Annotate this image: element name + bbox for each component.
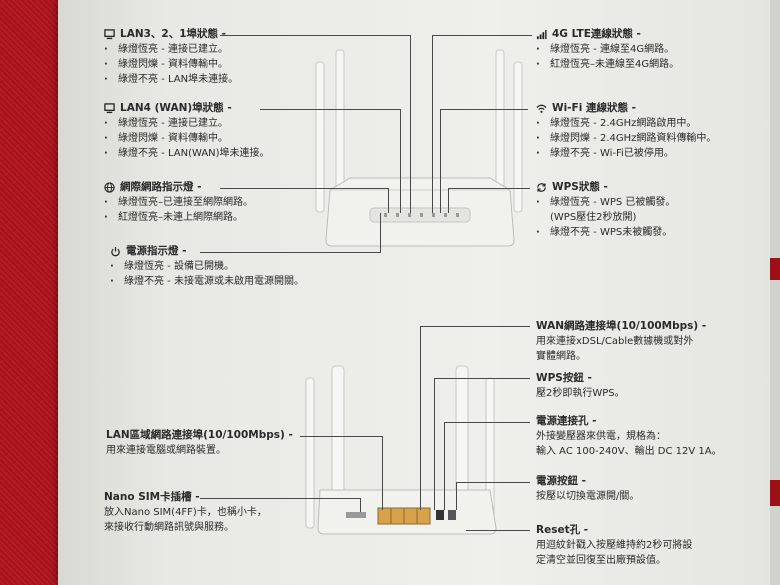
list-item: 綠燈不亮 - LAN埠未連接。	[104, 72, 238, 87]
description-line: 輸入 AC 100-240V、輸出 DC 12V 1A。	[536, 446, 722, 457]
lan4-status-title: LAN4 (WAN)埠狀態 -	[120, 102, 232, 114]
leader-line	[420, 326, 530, 327]
list-item: 綠燈閃爍 - 資料傳輸中。	[104, 57, 238, 72]
leader-line	[220, 35, 410, 36]
list-item: 綠燈恆亮 - 連接已建立。	[104, 42, 238, 57]
list-item-continuation: (WPS壓住2秒放開)	[550, 212, 637, 223]
list-item: 綠燈閃爍 - 2.4GHz網路資料傳輸中。	[536, 131, 716, 146]
leader-line	[380, 213, 381, 253]
description-line: 用來連接電腦或網路裝置。	[106, 445, 226, 456]
leader-line	[432, 35, 532, 36]
leader-line	[300, 436, 382, 437]
list-item: 綠燈不亮 - Wi-Fi已被停用。	[536, 146, 716, 161]
list-item: 紅燈恆亮–未連上網際網路。	[104, 210, 253, 225]
wan-port-block: WAN網路連接埠(10/100Mbps) - 用來連接xDSL/Cable數據機…	[536, 319, 706, 364]
leader-line	[220, 188, 388, 189]
leader-line	[420, 326, 421, 510]
list-item: 紅燈恆亮–未連線至4G網路。	[536, 57, 679, 72]
wps-button-block: WPS按鈕 - 壓2秒即執行WPS。	[536, 371, 625, 401]
manual-page	[58, 0, 780, 585]
monitor-icon	[104, 29, 115, 40]
description-line: 用迴紋針戳入按壓維持約2秒可將設	[536, 540, 693, 551]
leader-line	[382, 436, 383, 510]
wps-status-title: WPS狀態 -	[552, 181, 608, 193]
internet-led-block: 網際網路指示燈 - 綠燈恆亮–已連接至網際網路。 紅燈恆亮–未連上網際網路。	[104, 180, 253, 225]
leader-line	[440, 109, 441, 213]
leader-line	[444, 422, 445, 510]
description-line: 放入Nano SIM(4FF)卡，也稱小卡，	[104, 507, 267, 518]
leader-line	[200, 252, 380, 253]
reset-block: Reset孔 - 用迴紋針戳入按壓維持約2秒可將設 定清空並回復至出廠預設值。	[536, 523, 692, 568]
wifi-status-block: Wi-Fi 連線狀態 - 綠燈恆亮 - 2.4GHz網路啟用中。 綠燈閃爍 - …	[536, 101, 716, 161]
internet-led-title: 網際網路指示燈 -	[120, 181, 202, 193]
reset-title: Reset孔 -	[536, 524, 589, 536]
wan-port-title: WAN網路連接埠(10/100Mbps) -	[536, 320, 707, 332]
wps-button-title: WPS按鈕 -	[536, 372, 592, 384]
router-rear-illustration	[305, 365, 497, 535]
power-led-block: 電源指示燈 - 綠燈恆亮 - 設備已開機。 綠燈不亮 - 未接電源或未啟用電源開…	[110, 244, 304, 289]
description-line: 來接收行動網路訊號與服務。	[104, 522, 234, 533]
power-jack-title: 電源連接孔 -	[536, 415, 597, 427]
wps-status-block: WPS狀態 - 綠燈恆亮 - WPS 已被觸發。 (WPS壓住2秒放開) 綠燈不…	[536, 180, 675, 240]
list-item: 綠燈恆亮 - 2.4GHz網路啟用中。	[536, 116, 716, 131]
lan-port-block: LAN區域網路連接埠(10/100Mbps) - 用來連接電腦或網路裝置。	[106, 428, 293, 458]
description-line: 外接變壓器來供電，規格為：	[536, 431, 666, 442]
leader-line	[466, 530, 530, 531]
list-item: 綠燈不亮 - WPS未被觸發。	[536, 225, 675, 240]
sim-slot-title: Nano SIM卡插槽 -	[104, 491, 200, 503]
lan4-status-block: LAN4 (WAN)埠狀態 - 綠燈恆亮 - 連接已建立。 綠燈閃爍 - 資料傳…	[104, 101, 270, 161]
leader-line	[456, 482, 457, 510]
leader-line	[456, 482, 530, 483]
list-item: 綠燈不亮 - 未接電源或未啟用電源開關。	[110, 274, 304, 289]
power-led-title: 電源指示燈 -	[126, 245, 187, 257]
lan321-status-block: LAN3、2、1埠狀態 - 綠燈恆亮 - 連接已建立。 綠燈閃爍 - 資料傳輸中…	[104, 27, 238, 87]
description-line: 用來連接xDSL/Cable數據機或對外	[536, 336, 694, 347]
sim-slot-block: Nano SIM卡插槽 - 放入Nano SIM(4FF)卡，也稱小卡， 來接收…	[104, 490, 267, 535]
monitor-icon	[104, 103, 115, 114]
router-front-illustration	[315, 49, 523, 247]
leader-line	[432, 35, 433, 213]
power-button-title: 電源按鈕 -	[536, 475, 587, 487]
leader-line	[360, 498, 361, 512]
lte-status-title: 4G LTE連線狀態 -	[552, 28, 641, 40]
lte-status-block: 4G LTE連線狀態 - 綠燈恆亮 - 連線至4G網路。 紅燈恆亮–未連線至4G…	[536, 27, 679, 72]
list-item: 綠燈恆亮 - WPS 已被觸發。	[536, 195, 675, 210]
refresh-arrows-icon	[537, 183, 546, 192]
wifi-status-title: Wi-Fi 連線狀態 -	[552, 102, 636, 114]
power-button-block: 電源按鈕 - 按壓以切換電源開/關。	[536, 474, 639, 504]
list-item: 綠燈閃爍 - 資料傳輸中。	[104, 131, 270, 146]
description-line: 壓2秒即執行WPS。	[536, 388, 625, 399]
description-line: 按壓以切換電源開/關。	[536, 491, 640, 502]
leader-line	[200, 498, 360, 499]
leader-line	[400, 109, 401, 213]
leader-line	[260, 109, 400, 110]
leader-line	[434, 378, 530, 379]
description-line: 實體網路。	[536, 351, 586, 362]
lan-port-title: LAN區域網路連接埠(10/100Mbps) -	[106, 429, 293, 441]
leader-line	[440, 109, 528, 110]
description-line: 定清空並回復至出廠預設值。	[536, 555, 666, 566]
wifi-icon	[536, 104, 547, 113]
leader-line	[388, 188, 389, 213]
leader-line	[448, 188, 530, 189]
leader-line	[434, 378, 435, 510]
list-item: 綠燈恆亮 - 連線至4G網路。	[536, 42, 679, 57]
signal-bars-icon	[536, 29, 547, 40]
leader-line	[410, 35, 411, 213]
power-icon	[111, 246, 120, 257]
leader-line	[448, 188, 449, 213]
list-item: 綠燈恆亮 - 連接已建立。	[104, 116, 270, 131]
lan321-status-title: LAN3、2、1埠狀態 -	[120, 28, 227, 40]
list-item: 綠燈不亮 - LAN(WAN)埠未連接。	[104, 146, 270, 161]
power-jack-block: 電源連接孔 - 外接變壓器來供電，規格為： 輸入 AC 100-240V、輸出 …	[536, 414, 722, 459]
globe-icon	[104, 182, 115, 193]
page-edge	[770, 0, 780, 585]
list-item: 綠燈恆亮–已連接至網際網路。	[104, 195, 253, 210]
leader-line	[444, 422, 530, 423]
list-item: 綠燈恆亮 - 設備已開機。	[110, 259, 304, 274]
